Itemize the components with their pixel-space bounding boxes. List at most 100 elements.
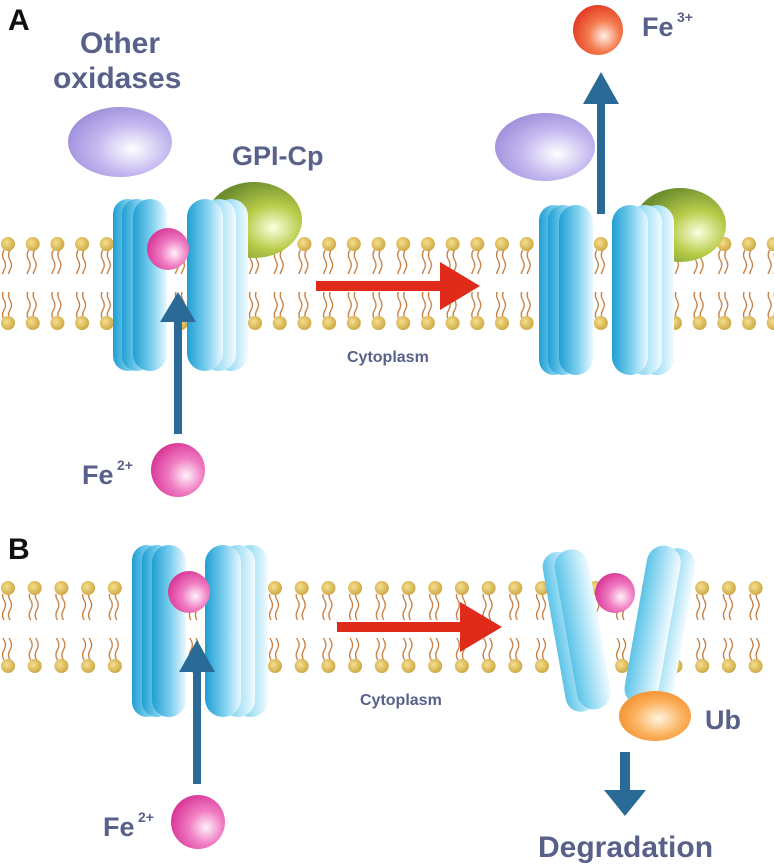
other-oxidases-label-line1: Other	[80, 27, 160, 60]
lipid-head	[81, 581, 96, 595]
lipid-head	[54, 581, 69, 595]
lipid-head	[321, 659, 336, 673]
lipid-head	[348, 581, 363, 595]
lipid-head	[297, 237, 312, 251]
lipid-head	[99, 316, 114, 330]
lipid-head	[1, 237, 15, 251]
influx-arrow-b	[179, 640, 215, 784]
cytoplasm-label-b: Cytoplasm	[360, 692, 442, 709]
panel-label-b: B	[8, 533, 30, 566]
lipid-head	[81, 659, 96, 673]
gpi-cp-label: GPI-Cp	[232, 141, 324, 171]
lipid-head	[1, 581, 15, 595]
lipid-head	[495, 316, 509, 330]
other-oxidase-a-left	[68, 107, 172, 177]
lipid-head	[481, 659, 496, 673]
ub-label: Ub	[705, 705, 741, 735]
lipid-head	[615, 659, 630, 673]
lipid-head	[470, 237, 485, 251]
lipid-head	[268, 581, 282, 595]
fe3-ion	[573, 5, 623, 55]
lipid-head	[371, 316, 386, 330]
transporter-barrel	[624, 545, 681, 706]
ubiquitin-tag	[619, 691, 691, 741]
lipid-head	[396, 316, 411, 330]
lipid-head	[401, 581, 416, 595]
ferrous-transporter-b-left	[132, 545, 268, 784]
ferrous-transporter-a-right	[539, 72, 726, 375]
fe3-label: Fe	[642, 12, 674, 42]
lipid-head	[107, 581, 122, 595]
lipid-head	[27, 659, 42, 673]
lipid-head	[268, 659, 282, 673]
lipid-head	[322, 316, 337, 330]
lipid-head	[348, 659, 363, 673]
degradation-label: Degradation	[538, 831, 713, 864]
lipid-head	[721, 659, 736, 673]
lipid-head	[248, 316, 262, 330]
lipid-head	[454, 659, 469, 673]
fe2-ion-free-b	[171, 795, 225, 849]
lipid-head	[401, 659, 416, 673]
lipid-head	[346, 316, 361, 330]
lipid-head	[717, 316, 732, 330]
ferrous-transporter-a-left	[113, 182, 302, 434]
lipid-head	[470, 316, 485, 330]
lipid-head	[294, 659, 309, 673]
transporter-barrel	[133, 199, 167, 371]
ferrous-transporter-b-right	[542, 545, 696, 816]
transition-arrow-b	[337, 602, 502, 652]
fe2-ion-bound-b	[168, 571, 210, 613]
lipid-head	[508, 659, 523, 673]
lipid-head	[593, 237, 608, 251]
lipid-head	[766, 316, 774, 330]
lipid-head	[495, 237, 509, 251]
lipid-head	[54, 659, 69, 673]
lipid-head	[519, 316, 534, 330]
fe2-ion-bound-a	[147, 228, 189, 270]
fe2-label-b: Fe	[103, 812, 135, 842]
lipid-head	[695, 659, 710, 673]
transporter-barrel	[205, 545, 241, 717]
transporter-barrel	[152, 545, 186, 717]
lipid-head	[535, 659, 549, 673]
lipid-head	[75, 316, 90, 330]
lipid-head	[428, 659, 443, 673]
lipid-head	[742, 316, 756, 330]
lipid-head	[75, 237, 90, 251]
lipid-head	[742, 237, 756, 251]
lipid-head	[420, 316, 435, 330]
panel-label-a: A	[8, 4, 30, 37]
lipid-head	[371, 237, 386, 251]
fe2-label-a-superscript: 2+	[117, 457, 133, 473]
lipid-head	[294, 581, 309, 595]
lipid-head	[396, 237, 411, 251]
lipid-head	[481, 581, 496, 595]
degradation-arrow	[604, 752, 646, 816]
other-oxidase-a-right	[495, 113, 595, 181]
lipid-head	[374, 581, 389, 595]
lipid-head	[322, 237, 337, 251]
lipid-head	[420, 237, 435, 251]
lipid-head	[695, 581, 710, 595]
lipid-head	[519, 237, 534, 251]
lipid-head	[766, 237, 774, 251]
cytoplasm-label-a: Cytoplasm	[347, 349, 429, 366]
lipid-head	[346, 237, 361, 251]
fe2-ion-free-a	[151, 443, 205, 497]
lipid-head	[1, 316, 15, 330]
lipid-head	[692, 316, 707, 330]
lipid-head	[272, 316, 287, 330]
transporter-barrel	[559, 205, 593, 375]
lipid-head	[321, 581, 336, 595]
lipid-head	[508, 581, 523, 595]
lipid-head	[297, 316, 312, 330]
transporter-barrel	[554, 549, 611, 710]
transporter-barrel	[612, 205, 648, 375]
lipid-head	[428, 581, 443, 595]
lipid-head	[748, 659, 763, 673]
lipid-head	[748, 581, 763, 595]
influx-arrow-a	[160, 292, 196, 434]
